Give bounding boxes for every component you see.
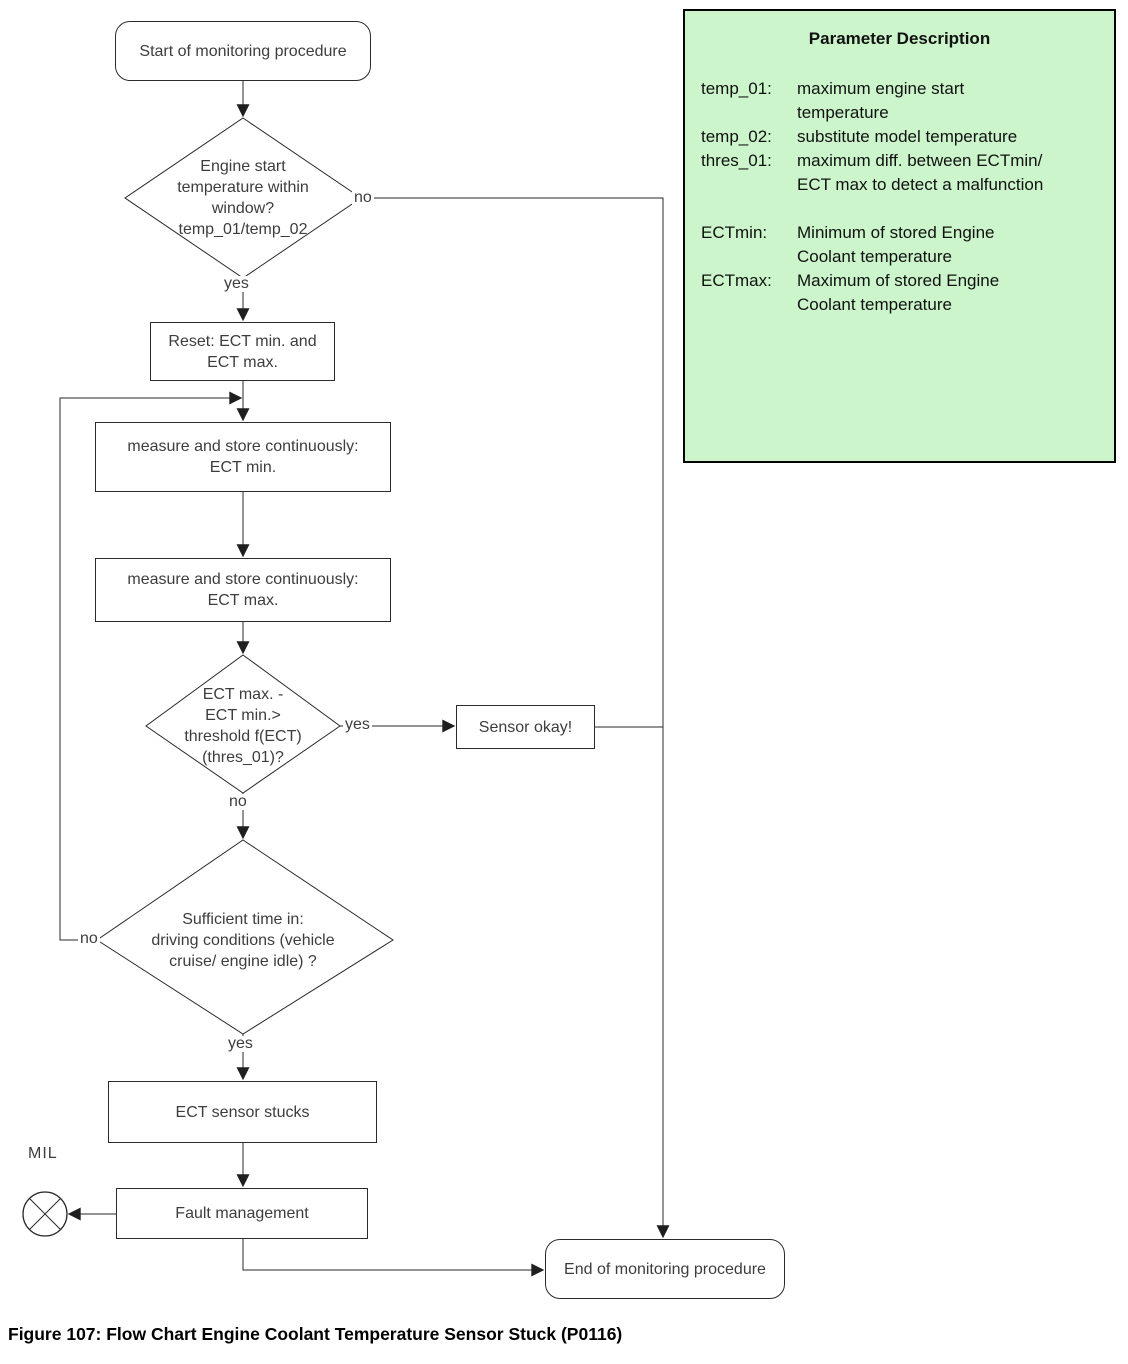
reset-box: Reset: ECT min. and ECT max. xyxy=(150,322,335,381)
sensor-okay-box: Sensor okay! xyxy=(456,705,595,749)
parameter-panel-title: Parameter Description xyxy=(808,29,991,48)
param-desc: Minimum of stored Engine Coolant tempera… xyxy=(797,223,995,266)
param-label: ECTmin: xyxy=(701,223,768,242)
fault-management-box: Fault management xyxy=(116,1188,368,1239)
mil-lamp-cross-2 xyxy=(29,1198,61,1230)
param-entry-ectmin: ECTmin: Minimum of stored Engine Coolant… xyxy=(685,221,1114,269)
branch-label-no: no xyxy=(78,930,100,947)
branch-label-yes: yes xyxy=(226,1035,255,1052)
param-label: thres_01: xyxy=(701,151,772,170)
decision1-diamond xyxy=(124,117,362,279)
start-node: Start of monitoring procedure xyxy=(115,21,371,81)
parameter-description-panel: Parameter Description temp_01: maximum e… xyxy=(683,9,1116,463)
param-entry-thres01: thres_01: maximum diff. between ECTmin/ … xyxy=(685,149,1114,197)
measure-ect-min-box: measure and store continuously: ECT min. xyxy=(95,422,391,492)
param-desc: maximum engine start temperature xyxy=(797,79,965,122)
branch-label-yes: yes xyxy=(343,716,372,733)
param-entry-temp02: temp_02: substitute model temperature xyxy=(685,125,1114,149)
measure-ect-max-box: measure and store continuously: ECT max. xyxy=(95,558,391,622)
param-label: ECTmax: xyxy=(701,271,772,290)
ect-sensor-stuck-box: ECT sensor stucks xyxy=(108,1081,377,1143)
branch-label-no: no xyxy=(227,793,249,810)
param-entry-ectmax: ECTmax: Maximum of stored Engine Coolant… xyxy=(685,269,1114,317)
param-desc: Maximum of stored Engine Coolant tempera… xyxy=(797,271,1000,314)
param-label: temp_01: xyxy=(701,79,772,98)
decision2-diamond xyxy=(145,654,341,794)
edge-fault-to-end xyxy=(242,1239,545,1277)
param-desc: maximum diff. between ECTmin/ ECT max to… xyxy=(797,151,1044,194)
branch-label-yes: yes xyxy=(222,275,251,292)
param-label: temp_02: xyxy=(701,127,772,146)
param-entry-temp01: temp_01: maximum engine start temperatur… xyxy=(685,77,1114,125)
branch-label-no: no xyxy=(352,189,374,206)
decision3-diamond xyxy=(96,839,394,1035)
param-definitions: ECTmin: Minimum of stored Engine Coolant… xyxy=(685,221,1114,317)
figure-caption: Figure 107: Flow Chart Engine Coolant Te… xyxy=(8,1324,623,1344)
mil-label: MIL xyxy=(28,1145,58,1162)
param-desc: substitute model temperature xyxy=(797,127,1018,146)
edge-decision1-no-to-end xyxy=(361,197,670,1239)
end-node: End of monitoring procedure xyxy=(545,1239,785,1299)
